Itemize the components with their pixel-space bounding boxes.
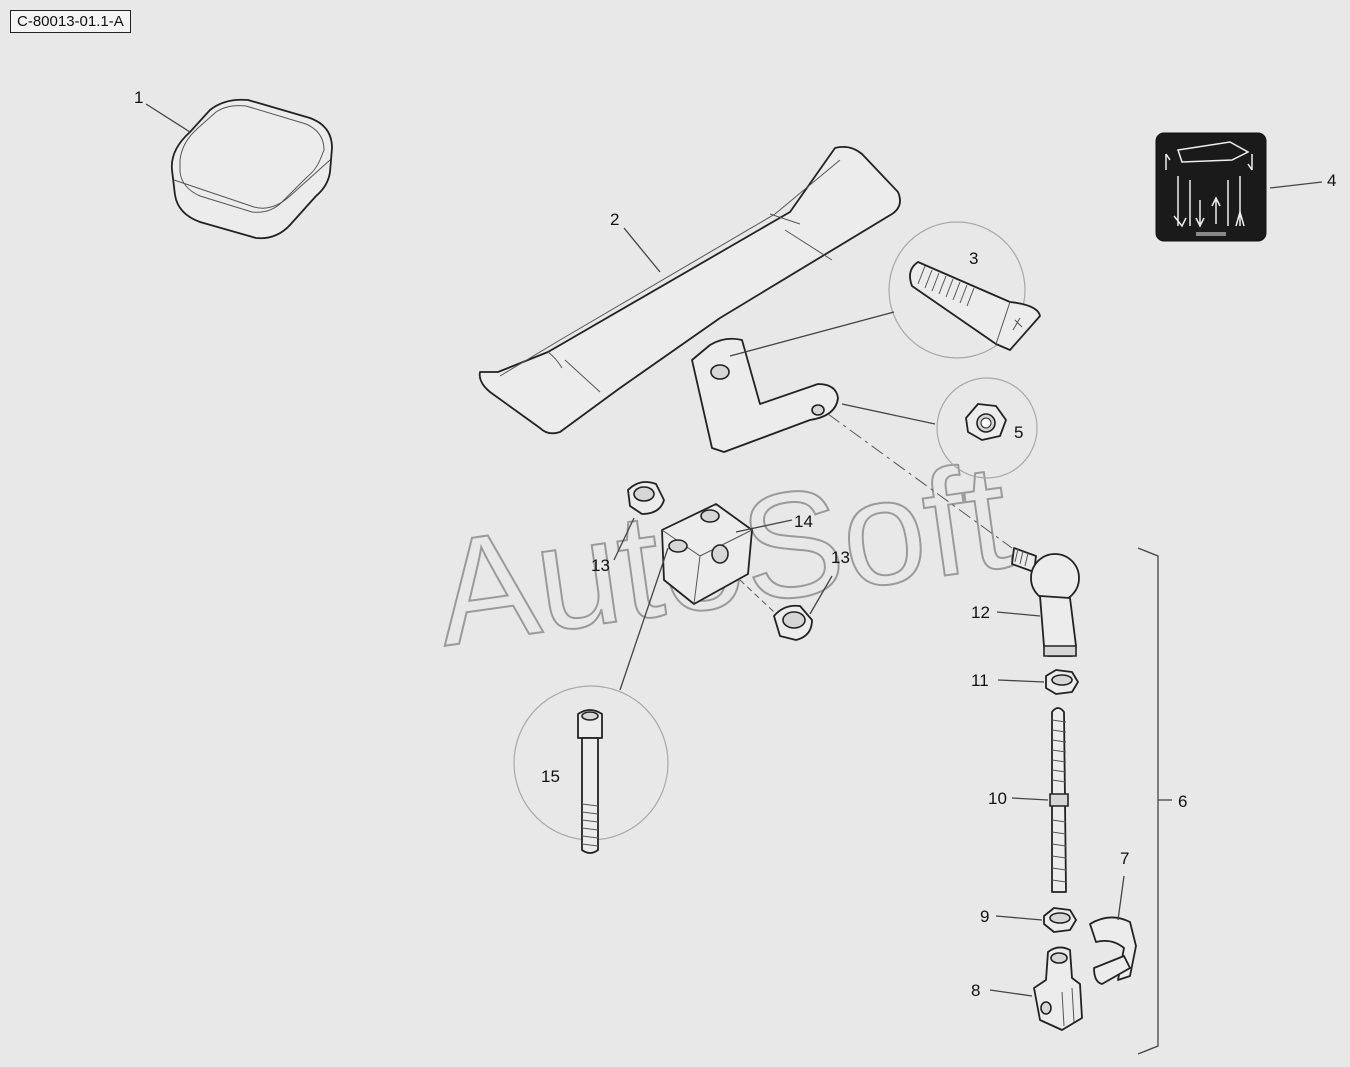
callout-13-upper: 13 (591, 556, 610, 575)
reference-code-label: C-80013-01.1-A (10, 10, 131, 33)
callout-5: 5 (1014, 423, 1023, 442)
callout-15: 15 (541, 767, 560, 786)
part-12-ball-joint (996, 547, 1080, 657)
callout-10: 10 (988, 789, 1007, 808)
callout-4: 4 (1327, 171, 1336, 190)
part-6-assembly-bracket (1137, 547, 1172, 1055)
assembly-center-line (827, 413, 1013, 549)
callout-2: 2 (610, 210, 619, 229)
callout-12: 12 (971, 603, 990, 622)
part-9-nut (995, 907, 1077, 933)
callout-1: 1 (134, 88, 143, 107)
callout-6: 6 (1178, 792, 1187, 811)
part-7-clip-pin (1089, 875, 1137, 985)
callout-8: 8 (971, 981, 980, 1000)
callout-11: 11 (971, 671, 989, 690)
callout-3: 3 (969, 249, 978, 268)
part-14-pivot-block (661, 503, 793, 605)
part-5-hex-nut (841, 377, 1038, 479)
part-1-pedal-pad (170, 98, 333, 240)
callout-13-lower: 13 (831, 548, 850, 567)
part-13-bushing-upper (613, 481, 665, 561)
part-4-instruction-decal (1155, 132, 1323, 242)
callout-14: 14 (794, 512, 813, 531)
leader-1 (145, 103, 191, 133)
callout-9: 9 (980, 907, 989, 926)
part-3-countersunk-screw (729, 221, 1041, 359)
part-13-bushing-lower (739, 575, 833, 641)
callout-7: 7 (1120, 849, 1129, 868)
part-8-clevis (989, 946, 1083, 1031)
part-2-pedal-lever (478, 145, 901, 453)
leader-2 (623, 227, 661, 273)
part-10-threaded-rod (1011, 707, 1069, 893)
part-15-cap-screw (513, 547, 669, 854)
part-11-nut (997, 669, 1079, 695)
